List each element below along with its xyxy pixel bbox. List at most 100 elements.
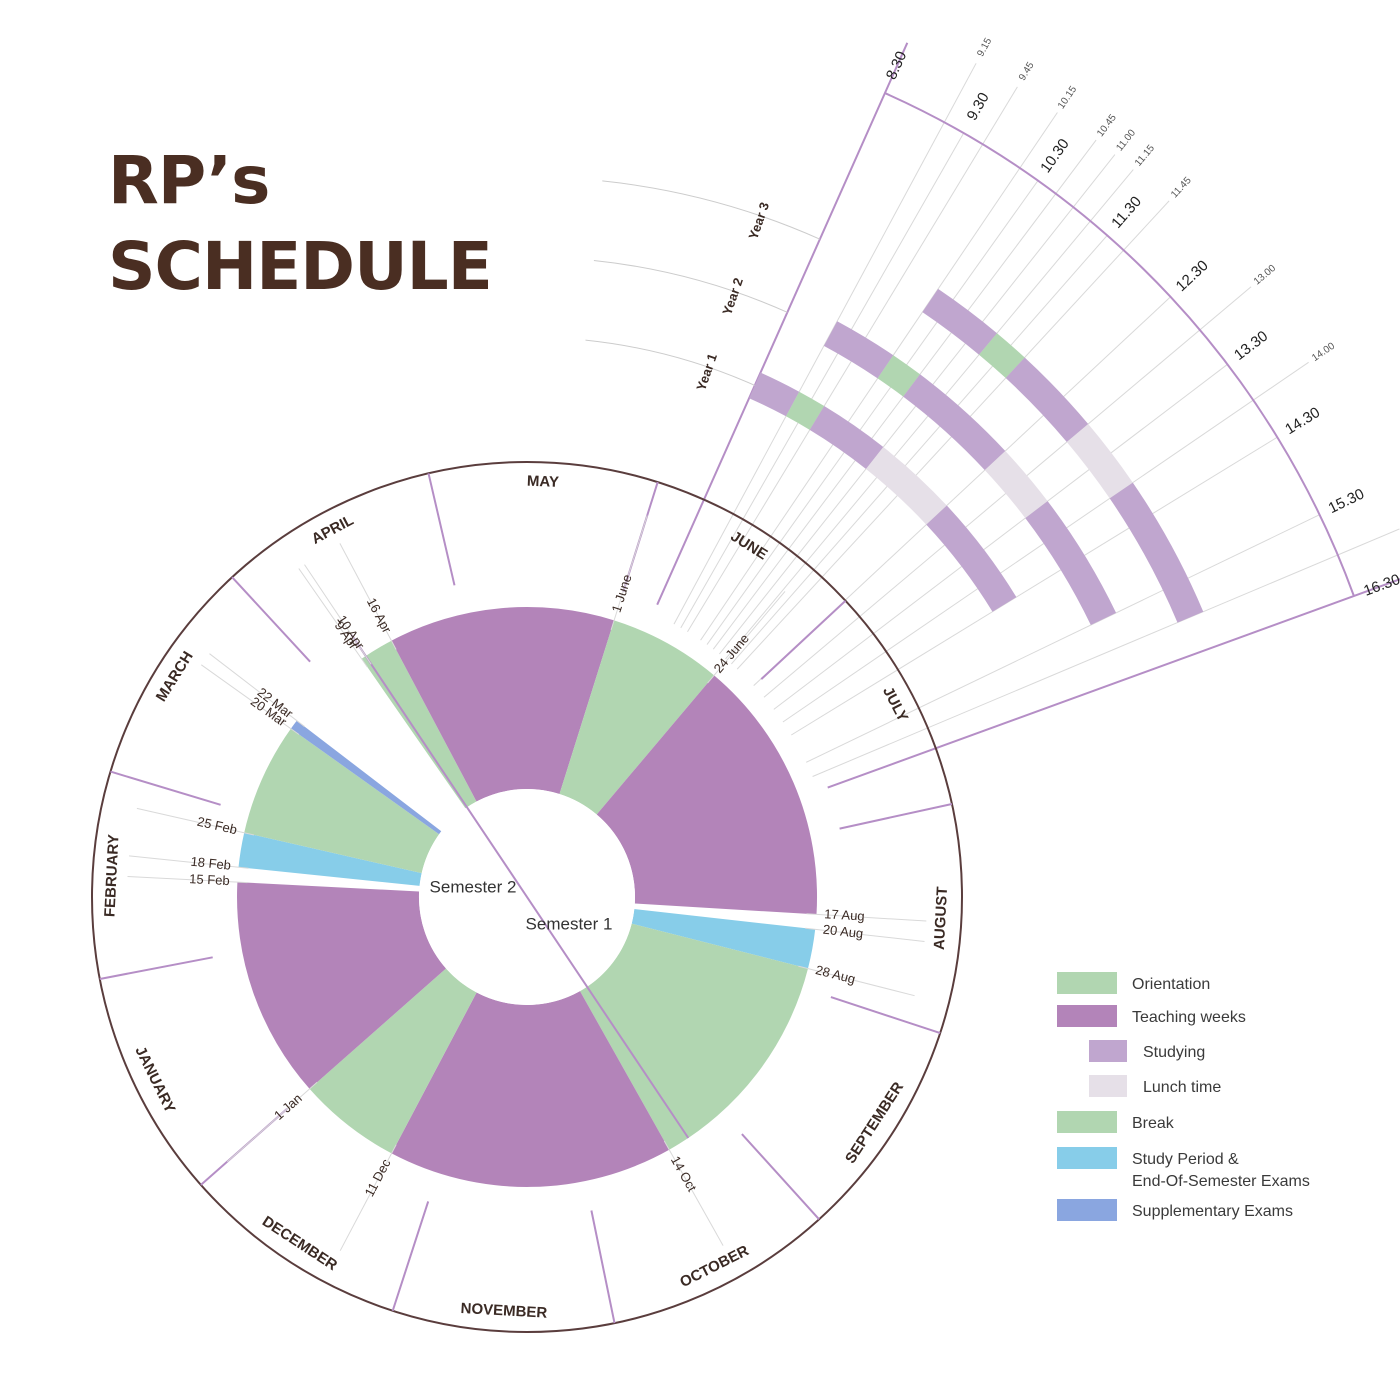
schedule-block-break (979, 333, 1025, 378)
page-title: RP’s SCHEDULE (108, 138, 493, 310)
schedule-block-lunch (866, 447, 947, 525)
schedule-block-studying (823, 321, 894, 379)
month-divider (391, 1201, 430, 1312)
segment-break (559, 620, 715, 815)
schedule-block-studying (922, 288, 997, 355)
month-divider (427, 473, 456, 586)
month-divider (231, 576, 311, 663)
segment-break (580, 923, 808, 1150)
title-line-2: SCHEDULE (108, 228, 493, 305)
date-tick (798, 965, 915, 997)
legend-swatch-teaching (1057, 1005, 1117, 1027)
date-tick (339, 543, 397, 650)
time-label-9-30: 9.30 (964, 90, 993, 124)
segment-orientation (361, 640, 477, 809)
month-divider (590, 1210, 616, 1324)
date-tick (201, 664, 300, 735)
date-label-11-dec: 11 Dec (362, 1156, 394, 1199)
legend-swatch-orientation (1057, 972, 1117, 994)
time-label-14-30: 14.30 (1282, 404, 1323, 438)
time-label-10-45: 10.45 (1095, 112, 1119, 139)
year-label-2: Year 2 (719, 276, 746, 317)
date-tick (136, 807, 255, 836)
legend-swatch-lunch (1089, 1075, 1127, 1097)
year-guide-arc (593, 260, 788, 313)
month-divider (741, 1133, 820, 1220)
year-label-3: Year 3 (745, 200, 772, 241)
calendar-outer-ring (91, 461, 963, 1333)
schedule-block-studying (1109, 482, 1204, 623)
legend-label-study-period-line-2: End-Of-Semester Exams (1132, 1173, 1310, 1190)
segment-supplementary (290, 720, 442, 835)
year-label-1: Year 1 (693, 352, 720, 393)
date-label-14-oct: 14 Oct (668, 1153, 700, 1194)
title-line-1: RP’s (108, 142, 270, 219)
time-ray-major (706, 180, 1039, 645)
time-ray-major (805, 514, 1320, 763)
month-label-july: JULY (879, 684, 911, 725)
date-tick (707, 591, 786, 684)
month-label-may: MAY (527, 473, 560, 491)
date-tick (298, 568, 368, 668)
date-label-24-june: 24 June (711, 631, 752, 676)
schedule-block-lunch (1066, 424, 1133, 499)
date-label-18-feb: 18 Feb (190, 854, 232, 873)
segment-teaching (391, 991, 670, 1187)
date-tick (304, 564, 372, 665)
legend-label-study-period: Study Period & (1132, 1151, 1239, 1168)
time-label-15-30: 15.30 (1326, 485, 1367, 517)
date-tick (663, 1140, 724, 1246)
segment-study-period (631, 909, 816, 969)
schedule-block-studying (926, 505, 1017, 612)
schedule-block-studying (749, 372, 800, 417)
time-label-10-15: 10.15 (1056, 84, 1079, 111)
schedule-block-lunch (984, 451, 1048, 519)
month-label-october: OCTOBER (677, 1242, 751, 1291)
segment-teaching (596, 675, 818, 915)
legend-label-lunch: Lunch time (1143, 1079, 1221, 1096)
month-label-january: JANUARY (131, 1044, 178, 1116)
segment-break (244, 728, 440, 874)
month-label-december: DECEMBER (259, 1213, 340, 1274)
date-label-1-june: 1 June (609, 573, 635, 615)
time-label-11-45: 11.45 (1169, 175, 1194, 201)
semester-divider (350, 634, 690, 1139)
date-label-28-aug: 28 Aug (814, 962, 857, 987)
time-ray-major (773, 363, 1228, 710)
time-label-14-00: 14.00 (1310, 340, 1337, 363)
time-ray-major (731, 235, 1108, 665)
time-label-11-30: 11.30 (1108, 193, 1145, 232)
segment-study-period (238, 832, 422, 886)
month-label-august: AUGUST (931, 886, 951, 950)
legend-label-studying: Studying (1143, 1044, 1205, 1061)
schedule-block-studying (903, 374, 1006, 471)
date-tick (129, 855, 249, 869)
schedule-block-break (786, 391, 825, 430)
month-label-september: SEPTEMBER (842, 1079, 907, 1167)
date-label-17-aug: 17 Aug (824, 906, 865, 923)
time-label-12-30: 12.30 (1173, 257, 1212, 295)
month-divider (760, 600, 847, 680)
month-label-november: NOVEMBER (460, 1300, 548, 1322)
year-guide-arc (602, 180, 821, 240)
month-divider (839, 803, 953, 830)
legend-swatch-study-period (1057, 1147, 1117, 1169)
year-guide-arc (585, 339, 756, 386)
segment-teaching (237, 882, 446, 1089)
date-label-25-feb: 25 Feb (196, 814, 239, 838)
segment-break (309, 968, 477, 1154)
date-tick (805, 927, 925, 942)
time-label-11-00: 11.00 (1114, 127, 1138, 153)
semester-1-label: Semester 1 (526, 914, 613, 933)
schedule-block-studying (1025, 501, 1117, 625)
time-arc (884, 92, 1355, 597)
month-label-march: MARCH (153, 648, 197, 704)
time-ray-minor (812, 528, 1400, 777)
time-label-8-30: 8.30 (883, 49, 910, 83)
time-label-13-30: 13.30 (1231, 328, 1271, 364)
time-ray-edge (656, 42, 909, 606)
semester-2-label: Semester 2 (430, 877, 517, 896)
legend-swatch-studying (1089, 1040, 1127, 1062)
date-label-1-jan: 1 Jan (271, 1091, 305, 1123)
